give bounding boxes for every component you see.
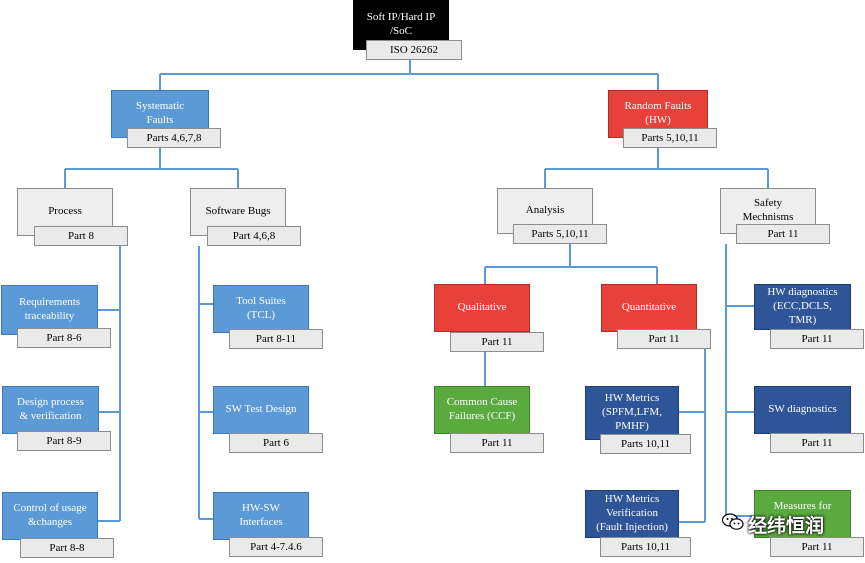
software-bugs-label: Part 4,6,8 — [207, 226, 301, 246]
qualitative-label: Part 11 — [450, 332, 544, 352]
tool-suites-label: Part 8-11 — [229, 329, 323, 349]
sw-test-design-label: Part 6 — [229, 433, 323, 453]
control-of-usage-title: Control of usage &changes — [2, 492, 98, 540]
watermark: 经纬恒润 — [721, 511, 825, 538]
design-process-label: Part 8-9 — [17, 431, 111, 451]
root-label: ISO 26262 — [366, 40, 462, 60]
process-label: Part 8 — [34, 226, 128, 246]
measures-for-title: Measures for e — [754, 490, 851, 538]
hw-sw-interfaces-label: Part 4-7.4.6 — [229, 537, 323, 557]
design-process-title: Design process & verification — [2, 386, 99, 434]
quantitative-label: Part 11 — [617, 329, 711, 349]
quantitative-title: Quantitative — [601, 284, 697, 332]
random-faults-label: Parts 5,10,11 — [623, 128, 717, 148]
qualitative-title: Qualitative — [434, 284, 530, 332]
sw-diagnostics-title: SW diagnostics — [754, 386, 851, 434]
hw-metrics-label: Parts 10,11 — [600, 434, 691, 454]
hw-diagnostics-title: HW diagnostics (ECC,DCLS, TMR) — [754, 284, 851, 330]
control-of-usage-label: Part 8-8 — [20, 538, 114, 558]
wechat-icon — [721, 513, 744, 536]
hw-metrics-title: HW Metrics (SPFM,LFM, PMHF) — [585, 386, 679, 440]
safety-mechanisms-label: Part 11 — [736, 224, 830, 244]
requirements-traceability-label: Part 8-6 — [17, 328, 111, 348]
analysis-label: Parts 5,10,11 — [513, 224, 607, 244]
sw-diagnostics-label: Part 11 — [770, 433, 864, 453]
measures-for-label: Part 11 — [770, 537, 864, 557]
hw-metrics-verification-label: Parts 10,11 — [600, 537, 691, 557]
watermark-text: 经纬恒润 — [748, 515, 825, 537]
hw-metrics-verification-title: HW Metrics Verification (Fault Injection… — [585, 490, 679, 538]
requirements-traceability-title: Requirements traceability — [1, 285, 98, 335]
hw-sw-interfaces-title: HW-SW Interfaces — [213, 492, 309, 540]
common-cause-failures-label: Part 11 — [450, 433, 544, 453]
hw-diagnostics-label: Part 11 — [770, 329, 864, 349]
systematic-faults-label: Parts 4,6,7,8 — [127, 128, 221, 148]
sw-test-design-title: SW Test Design — [213, 386, 309, 434]
common-cause-failures-title: Common Cause Failures (CCF) — [434, 386, 530, 434]
tool-suites-title: Tool Suites (TCL) — [213, 285, 309, 333]
